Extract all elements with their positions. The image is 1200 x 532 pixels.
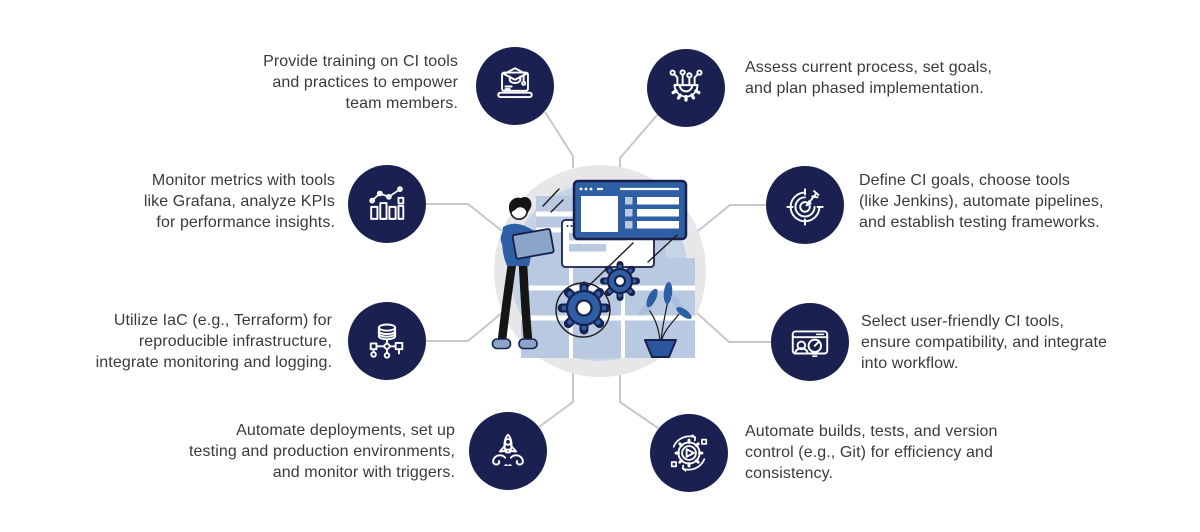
gear-play-refresh-icon [670, 434, 708, 472]
connector-top-left [544, 111, 574, 168]
connector-middle-right [697, 204, 766, 232]
text-line: and plan phased implementation. [745, 80, 984, 97]
node-circle-monitor [348, 165, 426, 243]
node-text-automate-builds: Automate builds, tests, and version cont… [745, 421, 998, 484]
node-text-monitor: Monitor metrics with tools like Grafana,… [144, 170, 335, 233]
text-line: consistency. [745, 465, 834, 482]
connector-lines [426, 111, 771, 429]
text-line: team members. [345, 95, 458, 112]
shoe [491, 338, 512, 350]
node-text-iac: Utilize IaC (e.g., Terraform) for reprod… [96, 310, 332, 373]
text-line: integrate monitoring and logging. [95, 354, 332, 371]
text-line: Utilize IaC (e.g., Terraform) for [113, 312, 332, 329]
text-line: ensure compatibility, and integrate [861, 334, 1108, 351]
connector-bottom-right [619, 373, 659, 429]
node-circle-automate-builds [650, 414, 728, 492]
node-circle-define-goals [766, 166, 844, 244]
node-circle-iac [348, 302, 426, 380]
node-text-training: Provide training on CI tools and practic… [263, 51, 458, 114]
connector-lower-left [426, 311, 504, 342]
text-line: into workflow. [861, 355, 959, 372]
node-circle-deployments [469, 412, 547, 490]
accent-lines [542, 188, 678, 304]
wireframe-windows [521, 196, 695, 358]
target-dart-icon [786, 188, 824, 226]
node-text-select-tools: Select user-friendly CI tools, ensure co… [861, 311, 1107, 374]
shoe [518, 338, 538, 350]
white-browser-window [561, 219, 655, 268]
center-outer-circle [494, 165, 706, 377]
center-inner-circle [510, 183, 688, 361]
person-illustration [491, 197, 555, 350]
text-line: control (e.g., Git) for efficiency and [745, 444, 994, 461]
blue-browser-window [572, 179, 688, 241]
text-line: Select user-friendly CI tools, [861, 313, 1065, 330]
plant-pot [644, 339, 677, 358]
text-line: like Grafana, analyze KPIs [143, 193, 335, 210]
text-line: and establish testing frameworks. [859, 214, 1100, 231]
text-line: Monitor metrics with tools [151, 172, 335, 189]
connector-top-right [619, 113, 659, 168]
text-line: Define CI goals, choose tools [859, 172, 1071, 189]
bar-chart-icon [369, 186, 405, 220]
connector-bottom-left [538, 372, 574, 428]
gear-orbit-line [555, 282, 611, 338]
node-text-assess: Assess current process, set goals, and p… [745, 57, 992, 99]
connector-lower-right [696, 312, 771, 343]
node-text-deployments: Automate deployments, set up testing and… [189, 420, 455, 483]
text-line: testing and production environments, [189, 443, 455, 460]
text-line: and practices to empower [272, 74, 458, 91]
hair [508, 197, 532, 214]
node-circle-training [476, 47, 554, 125]
browser-user-idea-icon [791, 330, 829, 357]
laptop-graduation-icon [497, 67, 533, 98]
text-line: (like Jenkins), automate pipelines, [859, 193, 1104, 210]
text-line: and monitor with triggers. [272, 464, 455, 481]
node-text-define-goals: Define CI goals, choose tools (like Jenk… [859, 170, 1104, 233]
tablet [511, 228, 555, 260]
rocket-launch-icon [492, 433, 524, 466]
text-line: Assess current process, set goals, [745, 59, 993, 76]
gear-circuit-icon [669, 69, 703, 102]
node-circle-assess [647, 49, 725, 127]
text-line: reproducible infrastructure, [138, 333, 332, 350]
text-line: for performance insights. [156, 214, 335, 231]
text-line: Automate deployments, set up [236, 422, 455, 439]
text-line: Automate builds, tests, and version [745, 423, 998, 440]
small-gear [600, 261, 640, 301]
large-gear [557, 281, 611, 335]
potted-plant [638, 282, 692, 358]
text-line: Provide training on CI tools [263, 53, 458, 70]
node-circle-select-tools [771, 303, 849, 381]
database-network-icon [369, 323, 404, 359]
connector-middle-left [426, 203, 503, 232]
